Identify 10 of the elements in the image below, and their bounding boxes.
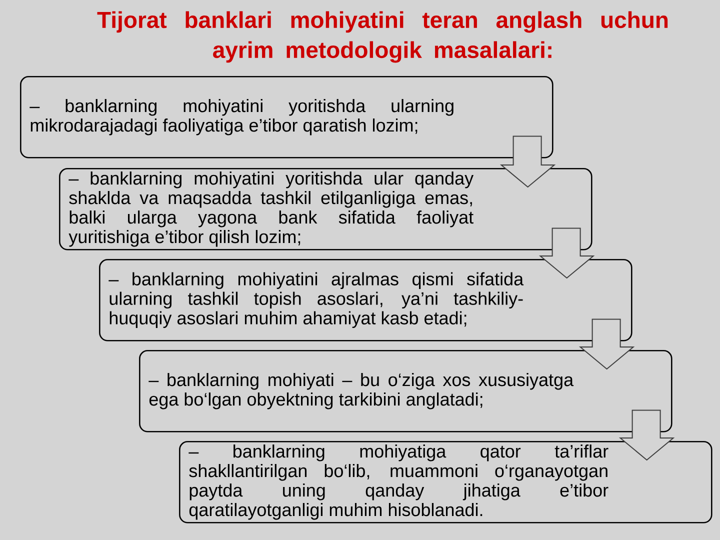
text-box: – banklarning mohiyatiga qator ta’riflar shakllantirilgan bo‘lib, muammoni o‘rganayotgan paytda uning qanday jihatiga e’tibor qaratilayotganligi muhim hisoblanadi. [179, 440, 712, 524]
text-box: – banklarning mohiyatini ajralmas qismi sifatida ularning tashkil topish asoslari, ya’ni tashkiliy-huquqiy asoslari muhim ahamiyat kasb etadi; [99, 258, 632, 342]
title: Tijorat banklari mohiyatini teran anglash uchun ayrim metodologik masalalari: [97, 11, 668, 63]
text-box: – banklarning mohiyati – bu o‘ziga xos xususiyatga ega bo‘lgan obyektning tarkibini anglatadi; [139, 350, 672, 432]
block-arrow [538, 228, 595, 279]
block-arrow [578, 318, 635, 370]
text-box: – banklarning mohiyatini yoritishda ularning mikrodarajadagi faoliyatiga e’tibor qaratish lozim; [20, 76, 554, 158]
block-arrow [618, 410, 675, 461]
text-box: – banklarning mohiyatini yoritishda ular qanday shaklda va maqsadda tashkil etilganligiga emas, balki ularga yagona bank sifatida faoliyat yuritishiga e’tibor qilish lozim; [59, 168, 592, 250]
block-arrow [500, 136, 556, 188]
